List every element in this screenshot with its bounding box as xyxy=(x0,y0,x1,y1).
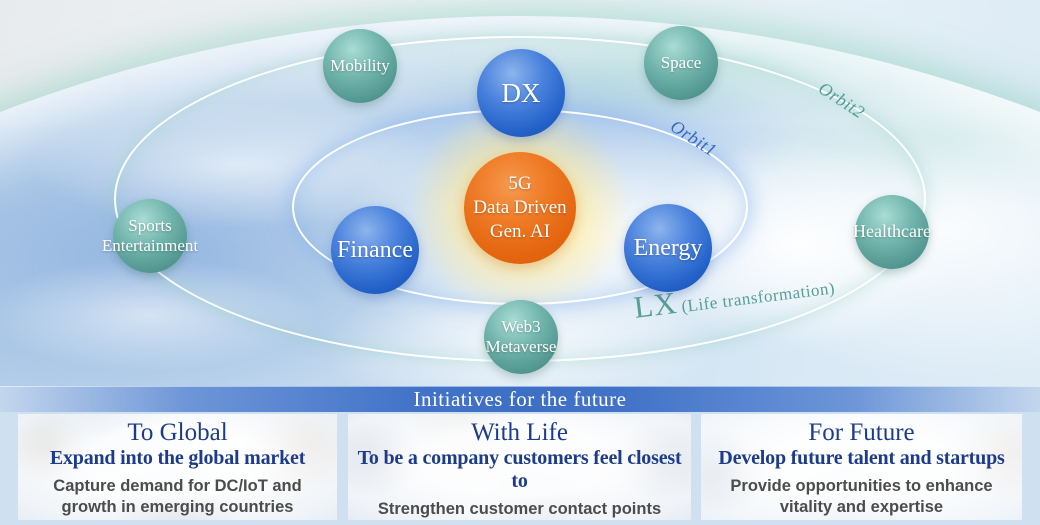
initiative-title: With Life xyxy=(471,419,568,446)
initiative-card-with-life: With Life To be a company customers feel… xyxy=(348,414,691,520)
sphere-finance: Finance xyxy=(331,206,419,294)
sphere-label-sports-entertainment: Sports Entertainment xyxy=(101,215,199,255)
initiative-subtitle: Develop future talent and startups xyxy=(718,447,1005,469)
sphere-dx: DX xyxy=(477,49,565,137)
initiative-description: Provide opportunities to enhance vitalit… xyxy=(730,477,993,517)
sphere-healthcare: Healthcare xyxy=(853,195,931,269)
initiatives-banner: Initiatives for the future xyxy=(0,386,1040,412)
sphere-web3-metaverse: Web3 Metaverse xyxy=(484,300,558,374)
sphere-energy: Energy xyxy=(624,204,712,292)
sphere-sports-entertainment: Sports Entertainment xyxy=(102,199,198,273)
sphere-label-space: Space xyxy=(660,52,702,72)
initiative-description: Capture demand for DC/IoT and growth in … xyxy=(53,477,302,517)
initiative-title: For Future xyxy=(808,419,915,446)
initiative-subtitle: Expand into the global market xyxy=(49,447,306,469)
sphere-label-web3-metaverse: Web3 Metaverse xyxy=(485,316,557,356)
sphere-label-mobility: Mobility xyxy=(330,55,390,75)
initiative-card-to-global: To Global Expand into the global market … xyxy=(18,414,337,520)
initiative-title: To Global xyxy=(127,419,228,446)
initiatives-banner-title: Initiatives for the future xyxy=(413,387,627,411)
sphere-label-dx: DX xyxy=(501,77,541,108)
sphere-mobility: Mobility xyxy=(323,29,397,103)
initiative-card-for-future: For Future Develop future talent and sta… xyxy=(701,414,1022,520)
sphere-label-finance: Finance xyxy=(337,236,413,263)
sphere-space: Space xyxy=(644,26,718,100)
sphere-label-energy: Energy xyxy=(633,234,703,261)
sphere-label-core: 5G Data Driven Gen. AI xyxy=(473,173,567,242)
sphere-label-healthcare: Healthcare xyxy=(853,221,931,242)
initiative-subtitle: To be a company customers feel closest t… xyxy=(357,447,682,492)
initiatives-section: To Global Expand into the global market … xyxy=(0,412,1040,525)
sphere-5g-datadriven-genai: 5G Data Driven Gen. AI xyxy=(464,152,576,264)
initiative-description: Strengthen customer contact points Promo… xyxy=(377,500,662,518)
